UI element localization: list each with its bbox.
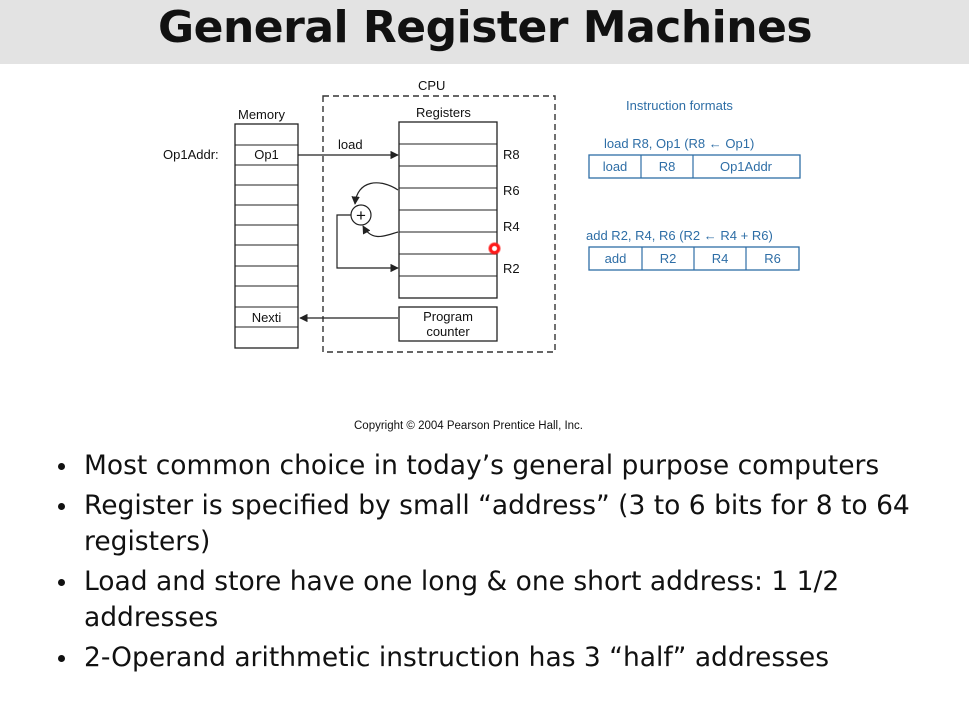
adder-to-r2-arrow: [336, 214, 399, 273]
memory-label: Memory: [238, 107, 285, 122]
format1-field-opcode: load: [603, 159, 628, 174]
bullet-dot: [58, 503, 65, 510]
bullet-text: Most common choice in today’s general pu…: [84, 450, 880, 481]
adder-plus-sign: +: [356, 206, 366, 225]
format1-field-address: Op1Addr: [720, 159, 773, 174]
format2-caption: add R2, R4, R6 (R2 ← R4 + R6): [586, 228, 773, 243]
nexti-cell-text: Nexti: [252, 310, 282, 325]
bullet-item: Load and store have one long & one short…: [56, 564, 961, 636]
bullet-text: Load and store have one long & one short…: [84, 566, 840, 633]
load-label: load: [338, 137, 363, 152]
bullet-item: 2-Operand arithmetic instruction has 3 “…: [56, 640, 961, 676]
instruction-formats-label: Instruction formats: [626, 98, 733, 113]
bullet-item: Register is specified by small “address”…: [56, 488, 961, 560]
memory-column: [234, 123, 299, 349]
format2-field-dest: R2: [660, 251, 677, 266]
format1-box: [588, 154, 801, 179]
program-counter-line2: counter: [426, 324, 470, 339]
bullet-text: Register is specified by small “address”…: [84, 490, 910, 557]
op1addr-label: Op1Addr:: [163, 147, 219, 162]
op1-cell-text: Op1: [254, 147, 279, 162]
slide-title: General Register Machines: [158, 2, 813, 53]
registers-label: Registers: [416, 105, 471, 120]
program-counter-box: [398, 306, 498, 342]
title-bar: General Register Machines: [0, 0, 969, 64]
format2-field-src2: R6: [764, 251, 781, 266]
cpu-label: CPU: [418, 78, 445, 93]
register-label-r6: R6: [503, 183, 520, 198]
register-dividers: [399, 143, 497, 277]
cpu-box: [322, 95, 556, 353]
bullet-list: Most common choice in today’s general pu…: [56, 448, 961, 680]
r6-to-adder-arrow: [351, 182, 399, 205]
format2-field-src1: R4: [712, 251, 729, 266]
program-counter-line1: Program: [423, 309, 473, 324]
register-label-r8: R8: [503, 147, 520, 162]
format1-field-register: R8: [659, 159, 676, 174]
format1-caption: load R8, Op1 (R8 ← Op1): [604, 136, 754, 151]
bullet-dot: [58, 579, 65, 586]
bullet-dot: [58, 655, 65, 662]
memory-cell-dividers: [235, 144, 298, 328]
register-label-r4: R4: [503, 219, 520, 234]
bullet-text: 2-Operand arithmetic instruction has 3 “…: [84, 642, 830, 673]
register-machine-diagram: CPU Memory Op1Addr: Op1 Nexti Registers …: [163, 78, 801, 353]
format2-field-opcode: add: [605, 251, 627, 266]
r4-to-adder-arrow: [362, 225, 399, 238]
register-label-r2: R2: [503, 261, 520, 276]
copyright-notice: Copyright © 2004 Pearson Prentice Hall, …: [354, 420, 584, 432]
bullet-item: Most common choice in today’s general pu…: [56, 448, 961, 484]
bullet-dot: [58, 463, 65, 470]
laser-pointer-dot: [488, 242, 501, 255]
